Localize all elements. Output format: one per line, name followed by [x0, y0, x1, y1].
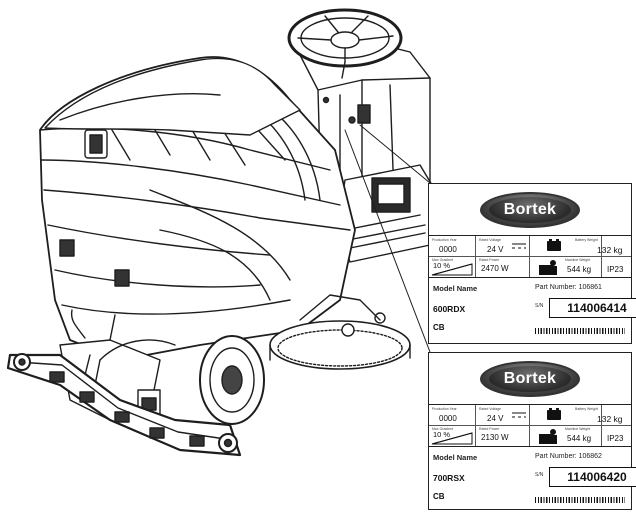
max-gradient: 10 % — [433, 430, 451, 439]
bortek-logo: Bortek — [480, 360, 580, 397]
serial-label: S/N — [535, 303, 544, 309]
operator-icon — [539, 429, 557, 444]
battery-icon — [547, 239, 561, 251]
variant-code: CB — [433, 492, 445, 501]
model-name-label: Model Name — [433, 453, 478, 462]
model-name: 700RSX — [433, 473, 465, 483]
ip-rating: IP23 — [607, 265, 624, 274]
battery-icon — [547, 408, 561, 420]
dc-symbol-icon — [512, 412, 526, 418]
plate-logo-area: Bortek — [429, 353, 631, 405]
battery-weight: 132 kg — [597, 245, 623, 255]
serial-number: 114006414 — [549, 298, 636, 318]
plate-spec-area: Production Year 0000 Rated Voltage 24 V … — [429, 405, 631, 447]
leader-line-lower — [344, 129, 431, 353]
bortek-logo-text: Bortek — [489, 196, 571, 223]
machine-weight: 544 kg — [567, 434, 592, 443]
leader-line-upper — [359, 124, 431, 184]
barcode — [535, 328, 625, 334]
brush-deck — [269, 294, 411, 370]
rated-voltage: 24 V — [487, 414, 504, 423]
rating-plate-700rsx: Bortek Production Year 0000 Rated Voltag… — [428, 352, 636, 512]
model-name: 600RDX — [433, 304, 466, 314]
max-gradient: 10 % — [433, 261, 451, 270]
squeegee-assembly — [6, 309, 242, 457]
serial-label: S/N — [535, 472, 544, 478]
slope-icon — [431, 432, 473, 445]
plate-spec-area: Production Year 0000 Rated Voltage 24 V … — [429, 236, 631, 278]
machine-weight: 544 kg — [567, 265, 592, 274]
recovery-lid — [44, 57, 301, 136]
rated-power: 2130 W — [481, 433, 509, 442]
battery-weight: 132 kg — [597, 414, 623, 424]
rating-plate-600rdx: Bortek Production Year 0000 Rated Voltag… — [428, 183, 636, 344]
bortek-logo: Bortek — [480, 191, 580, 228]
plate-id-area: Model Name Part Number: 106862 700RSX S/… — [429, 447, 636, 512]
part-number: Part Number: 106861 — [535, 284, 602, 291]
production-counter: 0000 — [439, 414, 457, 423]
slope-icon — [431, 263, 473, 276]
rated-power: 2470 W — [481, 264, 509, 273]
ip-rating: IP23 — [607, 434, 624, 443]
rated-voltage: 24 V — [487, 245, 504, 254]
model-name-label: Model Name — [433, 284, 478, 293]
steering-wheel — [287, 8, 403, 79]
serial-number: 114006420 — [549, 467, 636, 487]
barcode — [535, 497, 625, 503]
dc-symbol-icon — [512, 243, 526, 249]
operator-icon — [539, 260, 557, 275]
plate-id-area: Model Name Part Number: 106861 600RDX S/… — [429, 278, 636, 343]
plate-logo-area: Bortek — [429, 184, 631, 236]
pedal-base — [337, 164, 439, 263]
production-counter: 0000 — [439, 245, 457, 254]
variant-code: CB — [433, 323, 445, 332]
bortek-logo-text: Bortek — [489, 365, 571, 392]
part-number: Part Number: 106862 — [535, 453, 602, 460]
rear-wheel — [199, 335, 265, 425]
